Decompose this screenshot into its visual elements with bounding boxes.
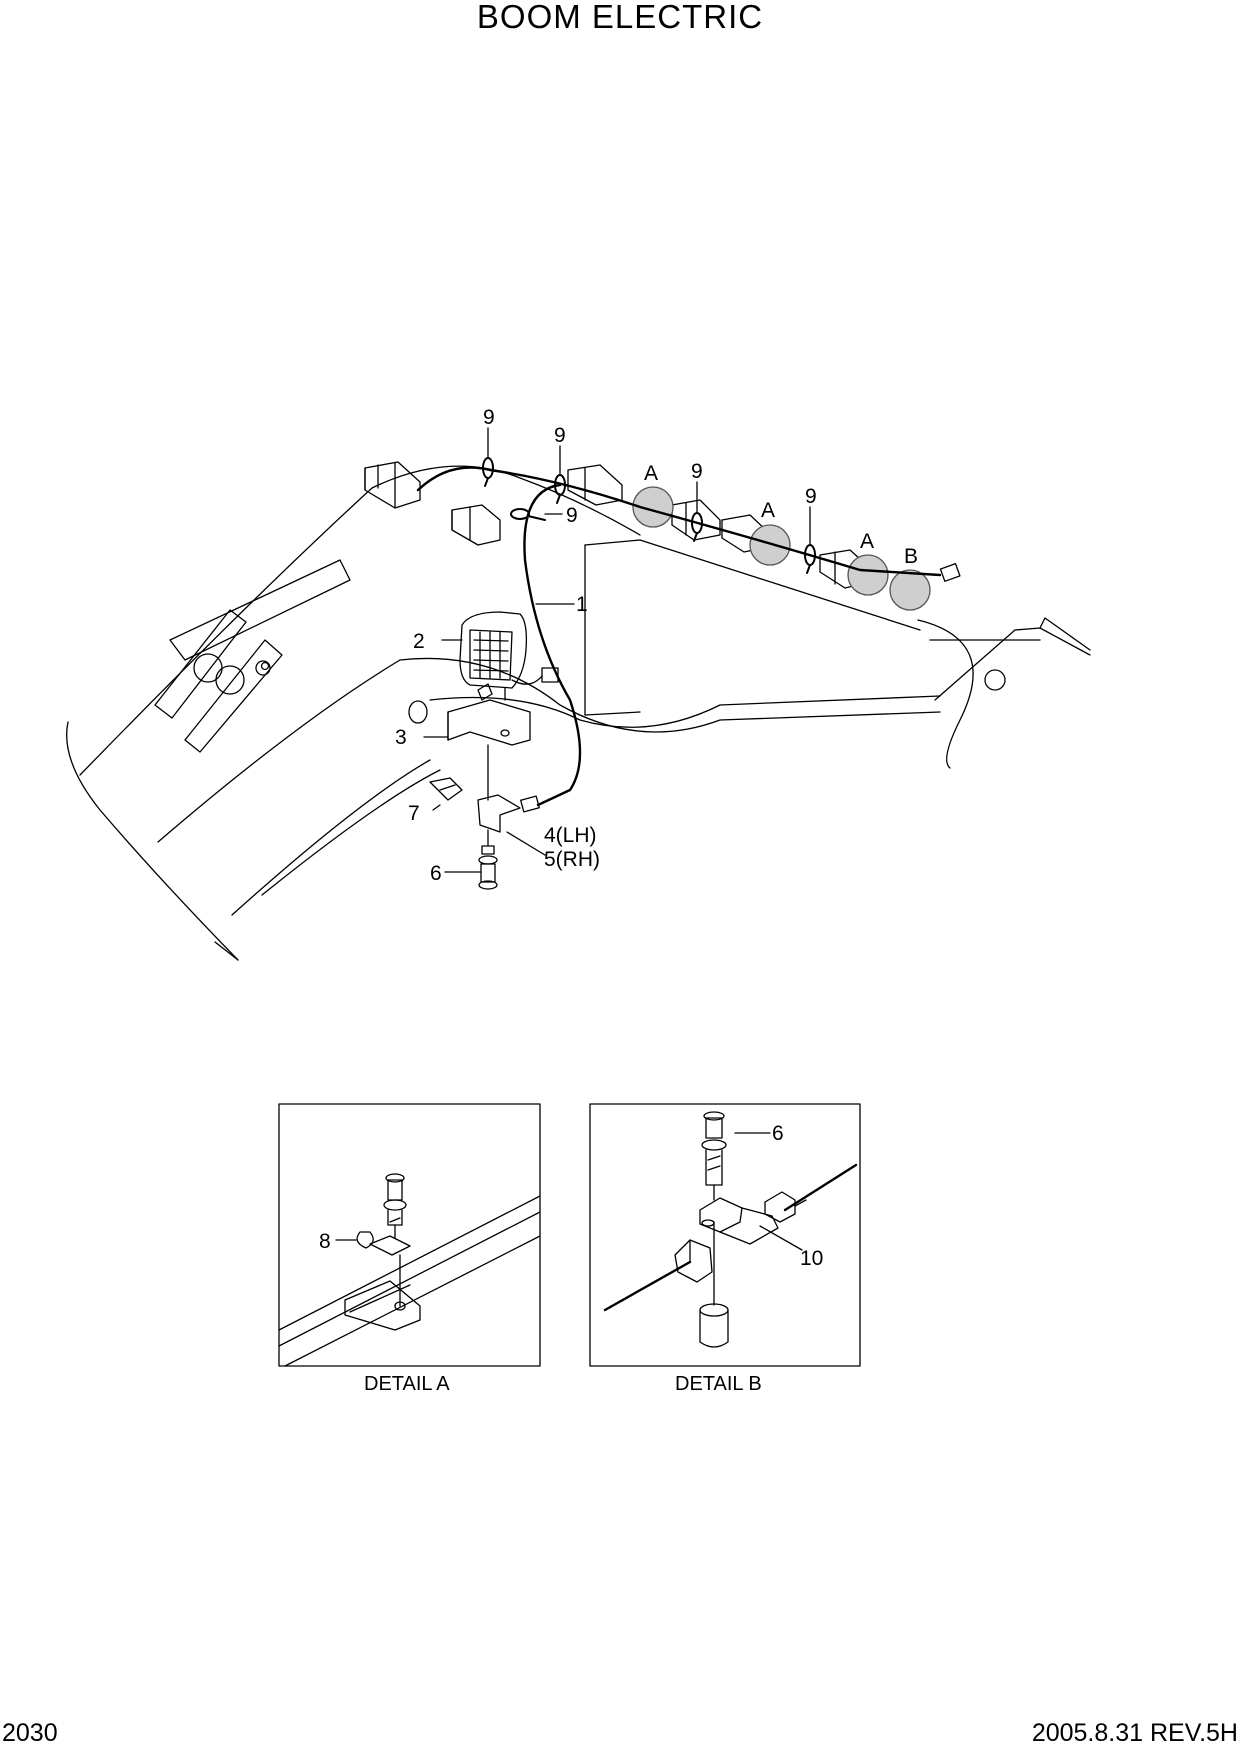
detail-markers bbox=[632, 486, 931, 611]
boom-outline bbox=[66, 465, 1091, 961]
detail-b-panel bbox=[589, 1103, 861, 1367]
callout-9-b: 9 bbox=[554, 424, 566, 447]
callout-9-c: 9 bbox=[566, 504, 578, 527]
callout-connector-clip-10: 10 bbox=[800, 1247, 823, 1270]
detail-a-marker-2 bbox=[749, 524, 791, 566]
callout-detail-a-1: A bbox=[644, 462, 658, 485]
page-title: BOOM ELECTRIC bbox=[476, 0, 764, 35]
callout-lamp-bracket: 3 bbox=[395, 726, 407, 749]
callout-detail-a-3: A bbox=[860, 530, 874, 553]
callout-9-a: 9 bbox=[483, 406, 495, 429]
detail-a-marker-3 bbox=[847, 554, 889, 596]
callout-stay-rh: 5(RH) bbox=[544, 848, 600, 871]
callout-bolt-7: 7 bbox=[408, 802, 420, 825]
callout-stay-lh: 4(LH) bbox=[544, 824, 597, 847]
work-lamp bbox=[459, 611, 559, 701]
detail-a-panel bbox=[278, 1103, 541, 1367]
detail-a-caption: DETAIL A bbox=[364, 1373, 450, 1395]
callout-detail-b-bolt-6: 6 bbox=[772, 1122, 784, 1145]
bolt-assembly bbox=[478, 829, 498, 890]
detail-b-marker bbox=[889, 569, 931, 611]
callout-labels: 9 9 9 9 9 A A A B 1 2 3 7 4(LH) 5(RH) 6 … bbox=[319, 406, 918, 1395]
callout-detail-a-2: A bbox=[761, 499, 775, 522]
lamp-stay bbox=[429, 744, 521, 833]
callout-9-d: 9 bbox=[691, 460, 703, 483]
detail-b-caption: DETAIL B bbox=[675, 1373, 762, 1395]
callout-harness: 1 bbox=[576, 593, 588, 616]
callout-work-lamp: 2 bbox=[413, 630, 425, 653]
callout-bolt-6: 6 bbox=[430, 862, 442, 885]
pipe-clamps bbox=[364, 461, 871, 589]
boom-foot-boss bbox=[154, 559, 1006, 753]
revision-stamp: 2005.8.31 REV.5H bbox=[1031, 1719, 1238, 1747]
callout-detail-b: B bbox=[904, 545, 918, 568]
callout-clip-8: 8 bbox=[319, 1230, 331, 1253]
wire-harness bbox=[416, 466, 942, 807]
callout-9-e: 9 bbox=[805, 485, 817, 508]
page-number: 2030 bbox=[2, 1719, 58, 1747]
harness-end-connector bbox=[520, 562, 961, 813]
leader-lines bbox=[423, 427, 811, 873]
lamp-bracket bbox=[408, 683, 531, 746]
detail-a-marker-1 bbox=[632, 486, 674, 528]
